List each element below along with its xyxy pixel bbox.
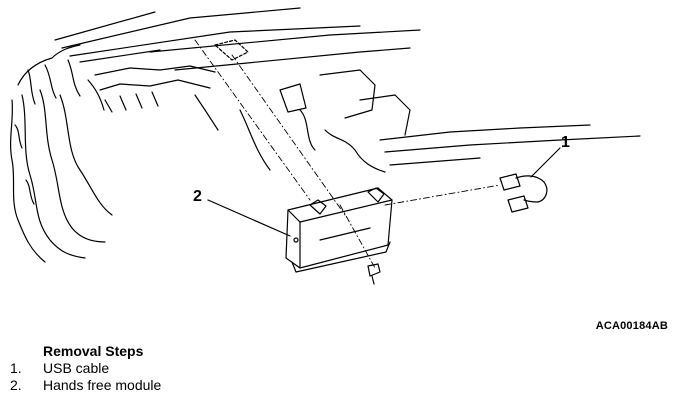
removal-steps: Removal Steps 1. USB cable 2. Hands free…: [10, 342, 161, 394]
mounting-bolt: [367, 263, 381, 285]
step-label: Hands free module: [43, 377, 162, 393]
callout-number-1: 1: [561, 134, 570, 151]
dashboard-side-panel: [9, 44, 113, 263]
step-label: USB cable: [43, 360, 110, 376]
callout-number-2: 2: [193, 188, 202, 205]
removal-step: 2. Hands free module: [10, 377, 161, 394]
step-number: 2.: [10, 377, 22, 393]
instrument-panel: [54, 7, 641, 173]
hands-free-module: [285, 187, 393, 273]
dashboard-illustration: [9, 7, 641, 285]
callout-2-leader: [207, 199, 291, 237]
callout-1-leader: [530, 147, 561, 178]
usb-cable: [499, 173, 548, 213]
step-number: 1.: [10, 360, 22, 376]
removal-step: 1. USB cable: [10, 360, 161, 377]
removal-steps-title: Removal Steps: [43, 343, 144, 359]
figure-code: ACA00184AB: [595, 320, 668, 332]
mounting-guide-lines: [194, 39, 501, 269]
